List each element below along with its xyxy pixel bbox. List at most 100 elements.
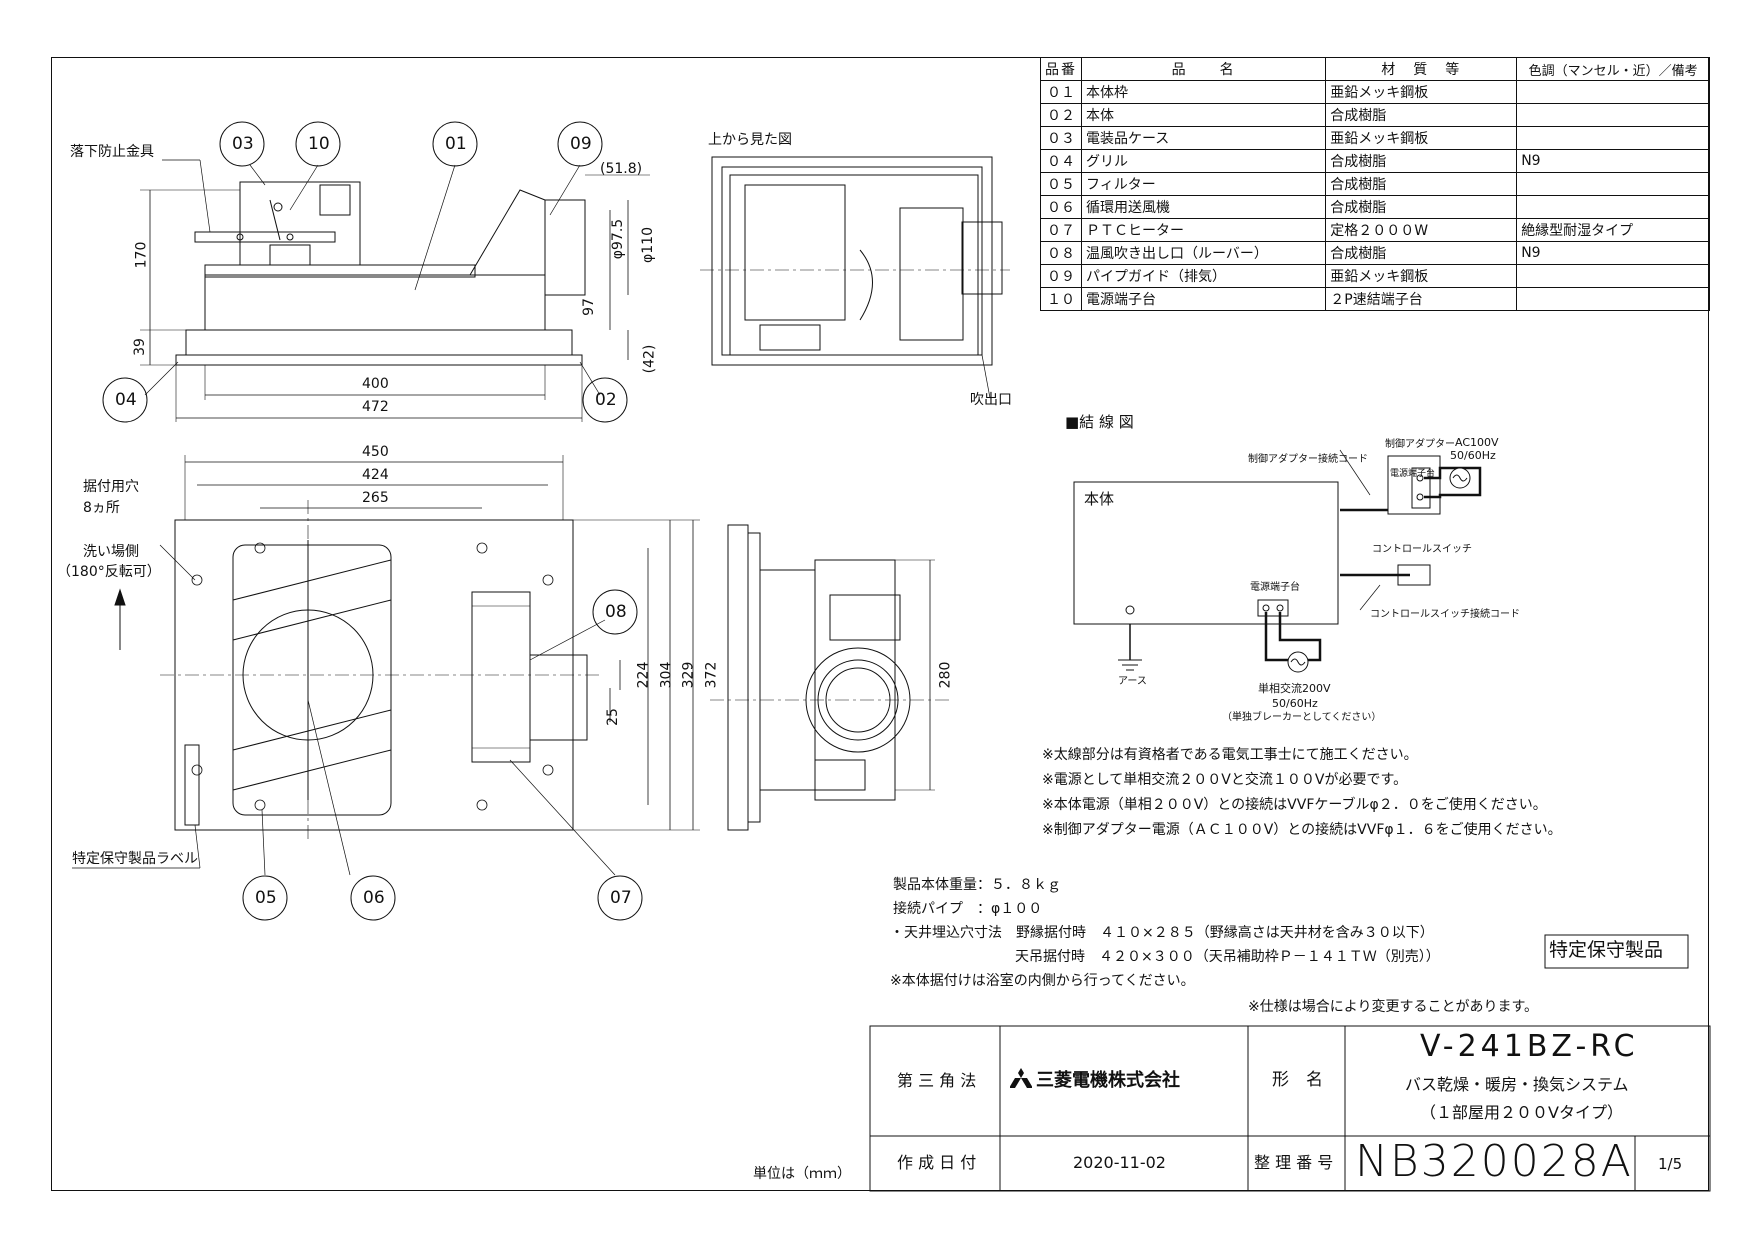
- callout-07: 07: [610, 888, 632, 908]
- part-name-cell: パイプガイド（排気）: [1080, 264, 1327, 288]
- part-name-cell: 電源端子台: [1080, 287, 1327, 311]
- dim-25: 25: [604, 708, 621, 726]
- note-2: ※電源として単相交流２００Vと交流１００Vが必要です。: [1042, 772, 1408, 788]
- side-body-frame: [185, 329, 573, 356]
- part-no-cell: ０４: [1040, 149, 1082, 173]
- dim-400: 400: [362, 376, 389, 392]
- note-cell: N9: [1516, 149, 1710, 173]
- dim-39: 39: [131, 338, 148, 356]
- callout-02: 02: [595, 390, 617, 410]
- dim-329: 329: [680, 661, 697, 689]
- wiring-adapter-cord: 制御アダプター接続コード: [1248, 454, 1368, 465]
- part-no-cell: ０６: [1040, 195, 1082, 219]
- header-material: 材 質 等: [1325, 57, 1518, 81]
- dim-304: 304: [658, 661, 675, 689]
- rotatable-label: （180°反転可）: [57, 564, 161, 580]
- projection-label: 第 三 角 法: [897, 1071, 977, 1090]
- side-duct-guide: [469, 189, 546, 276]
- model-label: 形 名: [1272, 1070, 1323, 1090]
- header-part-name: 品 名: [1080, 57, 1327, 81]
- model-description-2: （１部屋用２００Vタイプ）: [1420, 1103, 1623, 1122]
- dim-110: φ110: [639, 227, 656, 263]
- callout-10: 10: [308, 134, 330, 154]
- top-heater-block: [899, 207, 964, 341]
- creation-date: 2020-11-02: [1073, 1153, 1166, 1172]
- material-cell: 合成樹脂: [1325, 149, 1518, 173]
- maintenance-stamp: 特定保守製品: [1549, 939, 1664, 961]
- callout-09: 09: [570, 134, 592, 154]
- dim-280: 280: [937, 661, 954, 689]
- side-grille-plate: [175, 354, 583, 366]
- wash-side-label: 洗い場側: [83, 544, 139, 560]
- top-exhaust-pipe: [961, 221, 1003, 295]
- side-body-main: [204, 274, 546, 331]
- dim-450: 450: [362, 444, 389, 460]
- top-electrical-case: [744, 184, 846, 321]
- date-label: 作 成 日 付: [897, 1153, 977, 1172]
- material-cell: 合成樹脂: [1325, 241, 1518, 265]
- note-cell: [1516, 287, 1710, 311]
- part-name-cell: 循環用送風機: [1080, 195, 1327, 219]
- top-view-title: 上から見た図: [708, 132, 792, 148]
- wiring-adapter-box: [1387, 455, 1441, 515]
- dim-424: 424: [362, 467, 389, 483]
- wiring-single-phase: 単相交流200V: [1258, 682, 1331, 695]
- top-view: [700, 156, 1010, 399]
- note-cell: 絶縁型耐湿タイプ: [1516, 218, 1710, 242]
- wiring-title: ■結 線 図: [1065, 413, 1134, 431]
- callout-03: 03: [232, 134, 254, 154]
- wiring-switch-box: [1397, 564, 1431, 586]
- wiring-adapter-terminal: 電源端子台: [1390, 469, 1436, 479]
- spec-ceiling-1: ・天井埋込穴寸法 野縁据付時 ４１０×２８５（野縁高さは天井材を含み３０以下）: [890, 925, 1434, 941]
- mount-count-label: 8ヵ所: [83, 500, 120, 516]
- wiring-control-switch: コントロールスイッチ: [1372, 544, 1472, 555]
- end-view: [710, 524, 950, 831]
- dim-224: 224: [635, 661, 652, 689]
- company-name: 三菱電機株式会社: [1036, 1070, 1180, 1091]
- spec-pipe: 接続パイプ ：φ１００: [893, 901, 1043, 917]
- material-cell: 亜鉛メッキ鋼板: [1325, 80, 1518, 104]
- wiring-body-box: [1073, 481, 1339, 625]
- outlet-label: 吹出口: [970, 392, 1012, 408]
- dim-51-8: (51.8): [600, 161, 643, 177]
- wiring-ac100: AC100V: [1455, 436, 1499, 449]
- parts-table-header: 品番 品 名 材 質 等 色調（マンセル・近）／備考: [1040, 57, 1710, 81]
- note-1: ※太線部分は有資格者である電気工事士にて施工ください。: [1042, 747, 1418, 763]
- note-cell: [1516, 264, 1710, 288]
- mount-holes-label: 据付用穴: [83, 479, 139, 495]
- model-description-1: バス乾燥・暖房・換気システム: [1405, 1075, 1629, 1094]
- dim-42: (42): [641, 344, 658, 374]
- side-view: [102, 121, 650, 423]
- callout-01: 01: [445, 134, 467, 154]
- dim-472: 472: [362, 399, 389, 415]
- callout-08: 08: [605, 602, 627, 622]
- spec-ceiling-2: 天吊据付時 ４２０×３００（天吊補助枠Ｐ－１４１ＴＷ（別売））: [1015, 949, 1440, 965]
- callout-06: 06: [363, 888, 385, 908]
- maintenance-label-tag: 特定保守製品ラベル: [72, 851, 198, 867]
- number-label: 整 理 番 号: [1254, 1153, 1334, 1172]
- note-cell: N9: [1516, 241, 1710, 265]
- side-exhaust-pipe: [544, 199, 586, 296]
- spec-weight: 製品本体重量：５．８ｋｇ: [893, 877, 1061, 893]
- drawing-number: NB320028A: [1355, 1136, 1633, 1187]
- wiring-adapter: 制御アダプター: [1385, 439, 1455, 450]
- note-cell: [1516, 80, 1710, 104]
- wiring-hz1: 50/60Hz: [1450, 449, 1496, 462]
- spec-change-note: ※仕様は場合により変更することがあります。: [1248, 999, 1539, 1015]
- wiring-switch-cord: コントロールスイッチ接続コード: [1370, 609, 1520, 620]
- wiring-body-label: 本体: [1084, 490, 1115, 508]
- note-cell: [1516, 172, 1710, 196]
- wiring-earth: アース: [1118, 676, 1147, 687]
- material-cell: ２P速結端子台: [1325, 287, 1518, 311]
- side-fall-guard: [194, 231, 336, 243]
- dim-97-5: φ97.5: [610, 218, 627, 260]
